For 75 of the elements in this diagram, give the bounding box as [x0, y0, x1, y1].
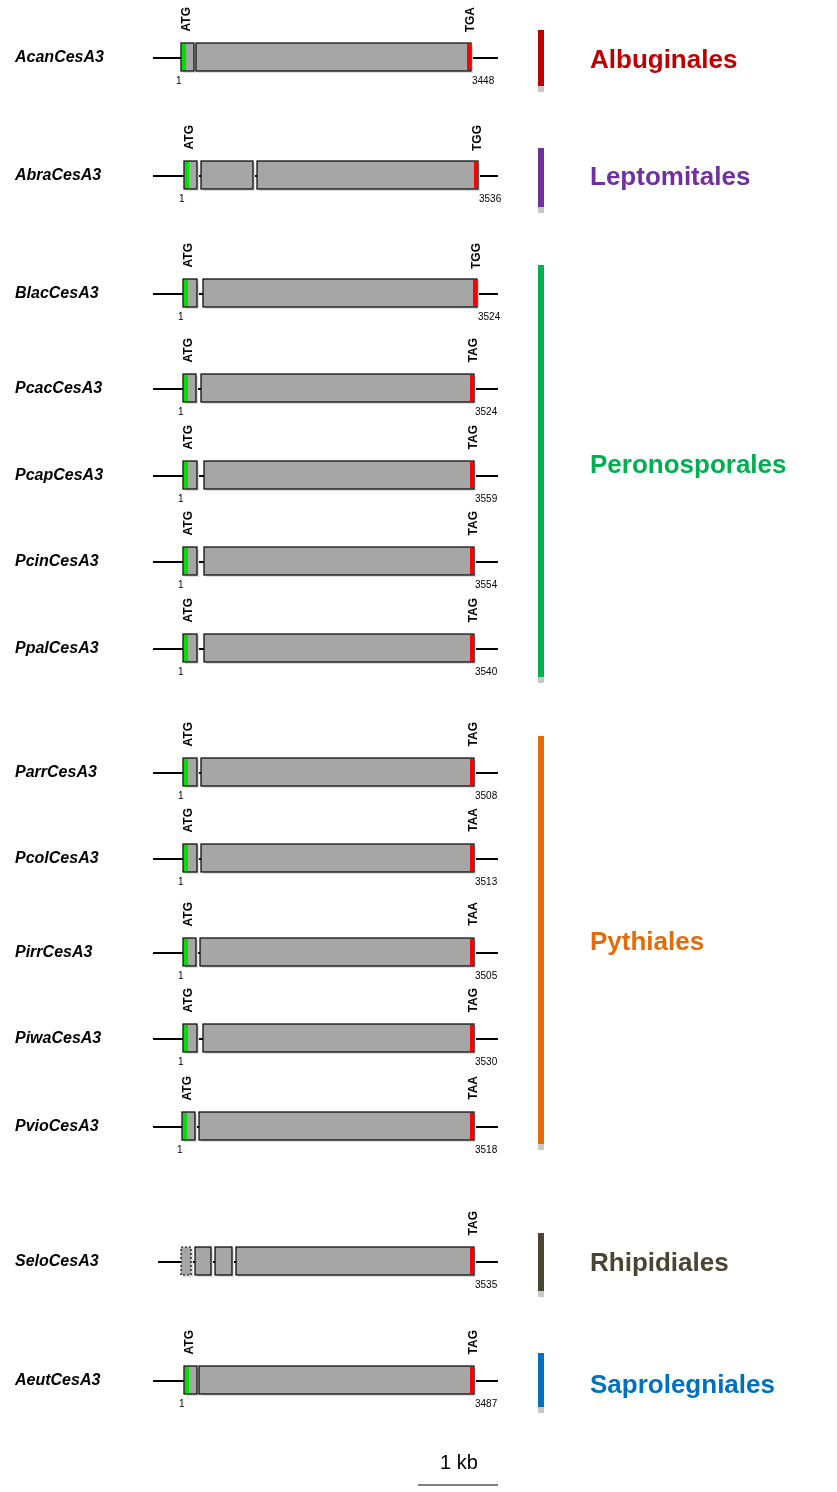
- clade-name: Leptomitales: [590, 163, 751, 189]
- gene-name: BlacCesA3: [15, 285, 99, 301]
- stop-codon-label: TGA: [464, 7, 476, 33]
- stop-codon-label: TAG: [467, 338, 479, 363]
- gene-name: AcanCesA3: [15, 49, 104, 65]
- position-number: 3530: [475, 1057, 498, 1067]
- start-codon-label: ATG: [182, 902, 194, 927]
- position-number: 1: [178, 1057, 184, 1067]
- gene-name: SeloCesA3: [15, 1253, 99, 1269]
- position-number: 3540: [475, 667, 498, 677]
- position-number: 1: [178, 791, 184, 801]
- clade-name: Peronosporales: [590, 451, 787, 477]
- position-number: 3524: [475, 407, 498, 417]
- start-codon-label: ATG: [182, 808, 194, 833]
- start-codon-label: ATG: [182, 243, 194, 268]
- position-number: 3448: [472, 76, 495, 86]
- stop-codon-label: TAG: [467, 511, 479, 536]
- position-number: 1: [179, 194, 185, 204]
- position-number: 1: [178, 877, 184, 887]
- start-codon-label: ATG: [182, 338, 194, 363]
- position-number: 1: [178, 971, 184, 981]
- position-number: 3508: [475, 791, 498, 801]
- gene-name: PcapCesA3: [15, 467, 104, 483]
- position-number: 1: [178, 667, 184, 677]
- position-number: 3559: [475, 494, 498, 504]
- stop-codon-label: TAG: [467, 722, 479, 747]
- position-number: 3513: [475, 877, 498, 887]
- position-number: 3518: [475, 1145, 498, 1155]
- position-number: 1: [176, 76, 182, 86]
- clade-name: Albuginales: [590, 46, 738, 72]
- start-codon-label: ATG: [180, 7, 192, 32]
- stop-codon-label: TAG: [467, 988, 479, 1013]
- clade-name: Saprolegniales: [590, 1371, 775, 1397]
- stop-codon-label: TGG: [470, 243, 482, 269]
- gene-name: PcacCesA3: [15, 380, 103, 396]
- position-number: 3536: [479, 194, 502, 204]
- stop-codon-label: TAG: [467, 1330, 479, 1355]
- gene-name: PcolCesA3: [15, 850, 99, 866]
- stop-codon-label: TAA: [467, 808, 479, 832]
- stop-codon-label: TAA: [467, 1076, 479, 1100]
- position-number: 3535: [475, 1280, 498, 1290]
- gene-name: ParrCesA3: [15, 764, 97, 780]
- start-codon-label: ATG: [182, 722, 194, 747]
- clade-name: Rhipidiales: [590, 1249, 729, 1275]
- position-number: 1: [178, 312, 184, 322]
- clade-name: Pythiales: [590, 928, 705, 954]
- position-number: 3554: [475, 580, 498, 590]
- position-number: 1: [177, 1145, 183, 1155]
- gene-name: PpalCesA3: [15, 640, 99, 656]
- gene-name: AeutCesA3: [15, 1372, 101, 1388]
- position-number: 1: [178, 580, 184, 590]
- start-codon-label: ATG: [182, 988, 194, 1013]
- gene-name: PiwaCesA3: [15, 1030, 102, 1046]
- stop-codon-label: TGG: [471, 125, 483, 151]
- start-codon-label: ATG: [181, 1076, 193, 1101]
- gene-name: PcinCesA3: [15, 553, 99, 569]
- start-codon-label: ATG: [183, 1330, 195, 1355]
- position-number: 1: [178, 407, 184, 417]
- position-number: 3505: [475, 971, 498, 981]
- position-number: 1: [179, 1399, 185, 1409]
- gene-name: PirrCesA3: [15, 944, 93, 960]
- stop-codon-label: TAG: [467, 1211, 479, 1236]
- stop-codon-label: TAA: [467, 902, 479, 926]
- start-codon-label: ATG: [182, 598, 194, 623]
- position-number: 3524: [478, 312, 501, 322]
- gene-name: PvioCesA3: [15, 1118, 99, 1134]
- stop-codon-label: TAG: [467, 598, 479, 623]
- start-codon-label: ATG: [183, 125, 195, 150]
- start-codon-label: ATG: [182, 511, 194, 536]
- position-number: 3487: [475, 1399, 498, 1409]
- stop-codon-label: TAG: [467, 425, 479, 450]
- position-number: 1: [178, 494, 184, 504]
- start-codon-label: ATG: [182, 425, 194, 450]
- gene-name: AbraCesA3: [15, 167, 102, 183]
- scale-label: 1 kb: [440, 1452, 478, 1472]
